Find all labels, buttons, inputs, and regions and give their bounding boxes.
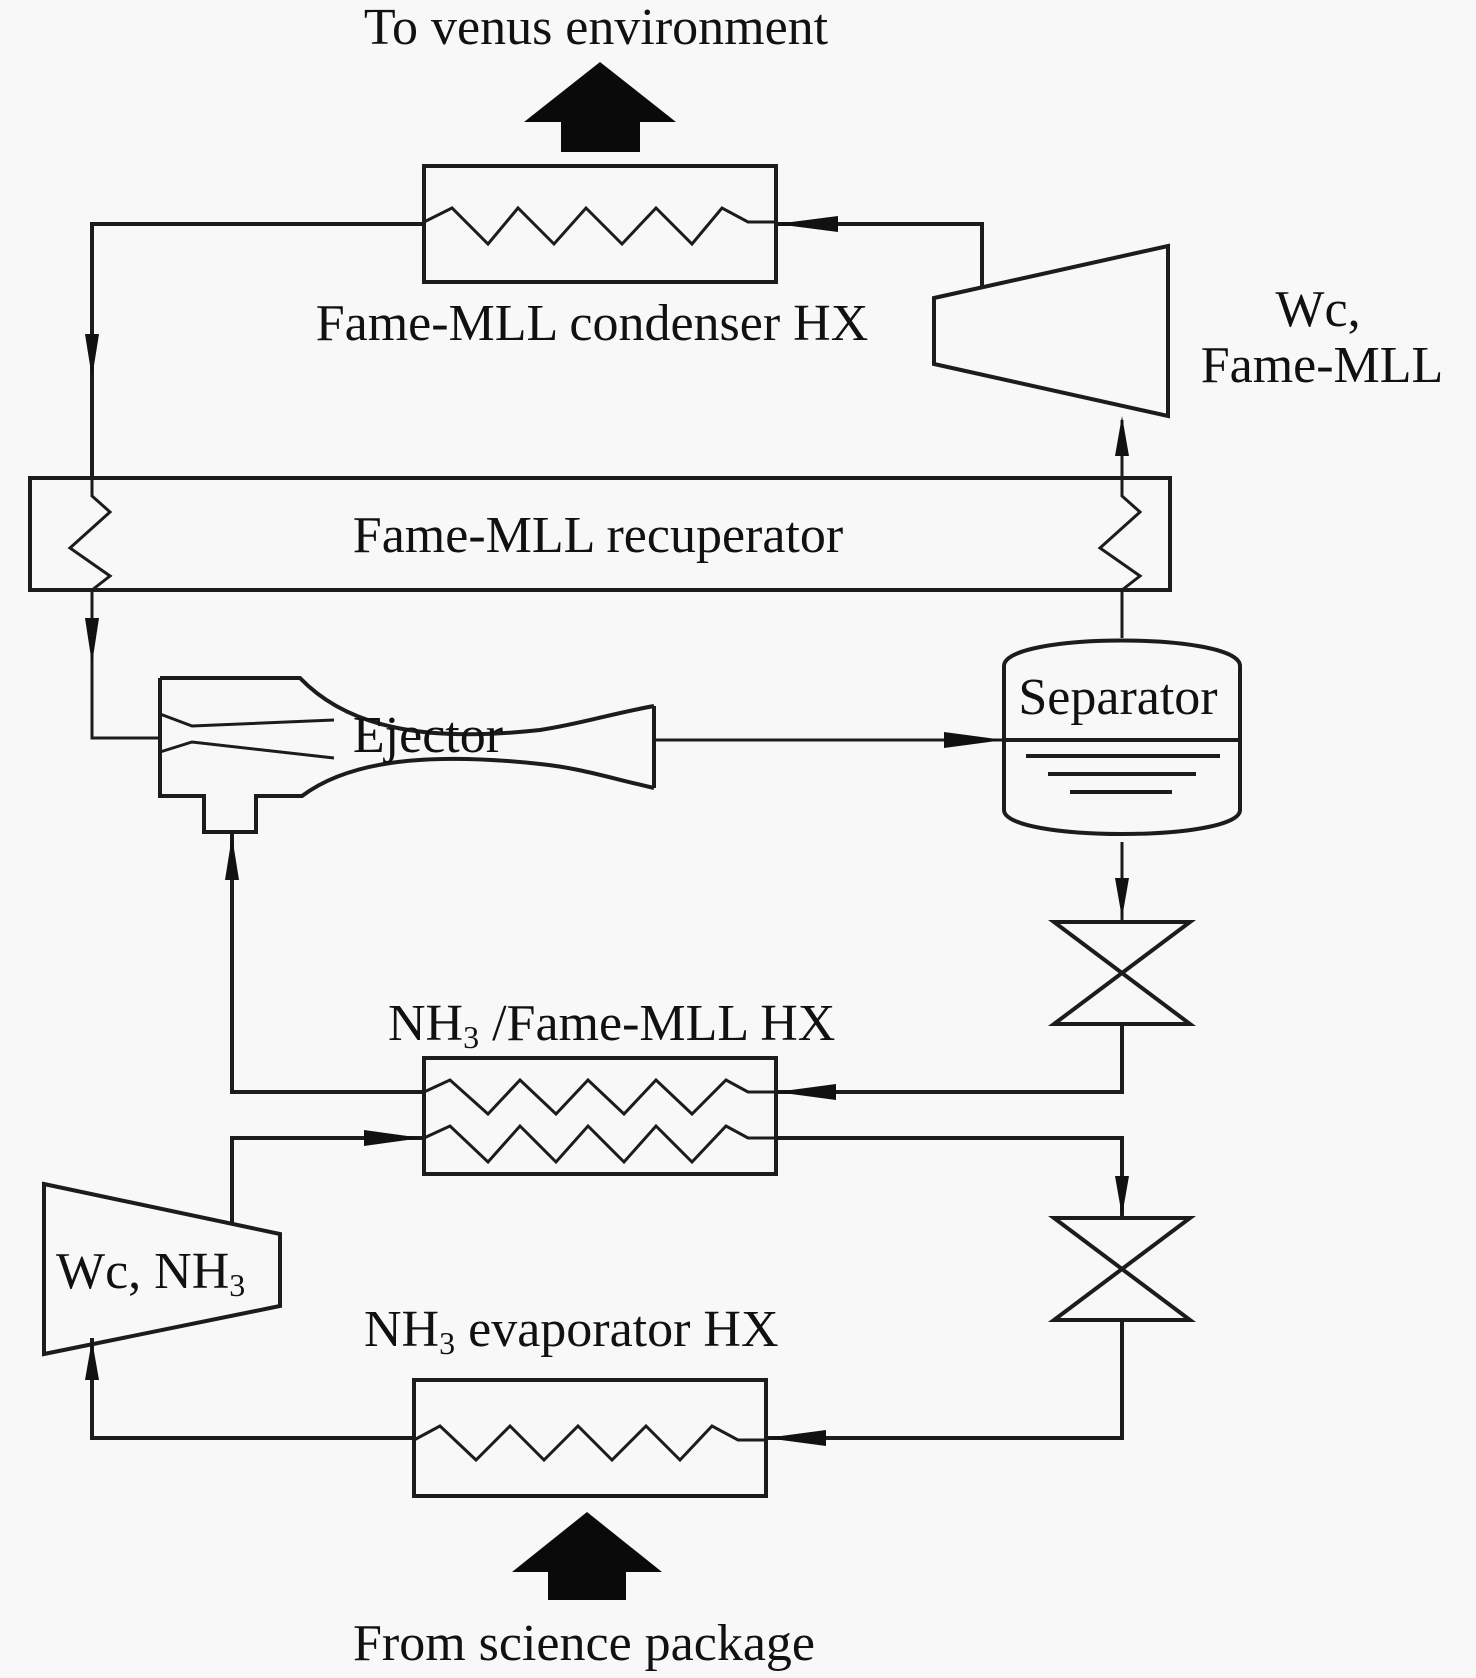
compressor-nh3-label: Wc, NH3 [56,1243,245,1303]
flow-arrow-icon [85,618,99,664]
compressor-fame-mll [932,243,1170,419]
flow-arrow-icon [1115,416,1129,456]
recuperator-coil-right [1097,478,1143,592]
ejector [158,676,656,834]
evaporator-hx [412,1378,768,1498]
compressor-nh3 [42,1181,282,1357]
evaporator-hx-label: NH3 evaporator HX [364,1301,779,1361]
pipe-valve-to-nh3-hx [776,1024,1124,1094]
ejector-label: Ejector [353,707,503,764]
heat-out-arrow-icon [524,62,676,152]
compressor-fame-mll-label-1: Wc, [1275,281,1360,338]
flow-arrow-icon [1115,1176,1129,1216]
separator-label: Separator [1018,669,1217,726]
flow-arrow-icon [944,732,1004,748]
pipe-recuperator-to-ejector [90,590,160,740]
flow-arrow-icon [1115,878,1129,918]
flow-arrow-icon [85,334,99,378]
expansion-valve-upper [1048,920,1196,1026]
to-venus-environment-label: To venus environment [364,0,829,56]
flow-arrow-icon [85,1340,99,1380]
pipe-nh3-compressor-to-hx [230,1136,424,1224]
condenser-hx [422,164,778,284]
pipe-compressor-to-condenser [776,222,984,288]
flow-arrow-icon [776,216,838,232]
flow-arrow-icon [225,836,239,880]
recuperator-label: Fame-MLL recuperator [353,507,843,564]
heat-in-arrow-icon [512,1512,662,1600]
pipe-condenser-to-recuperator [90,222,424,480]
pipe-lower-valve-to-evaporator [766,1320,1124,1440]
flow-arrow-icon [766,1430,826,1446]
recuperator [28,476,1172,592]
pipe-nh3-hx-to-lower-valve [776,1136,1124,1218]
flow-arrow-icon [364,1130,422,1146]
expansion-valve-lower [1048,1216,1196,1322]
flow-arrow-icon [776,1084,836,1100]
condenser-hx-label: Fame-MLL condenser HX [316,295,869,352]
from-science-package-label: From science package [353,1615,815,1672]
recuperator-coil-left [67,478,113,592]
nh3-fame-mll-hx-label: NH3 /Fame-MLL HX [388,995,835,1055]
separator [1002,638,1242,836]
pipe-nh3-hx-to-ejector [230,832,424,1094]
compressor-fame-mll-label-2: Fame-MLL [1201,337,1444,394]
nh3-fame-mll-hx [422,1056,778,1176]
